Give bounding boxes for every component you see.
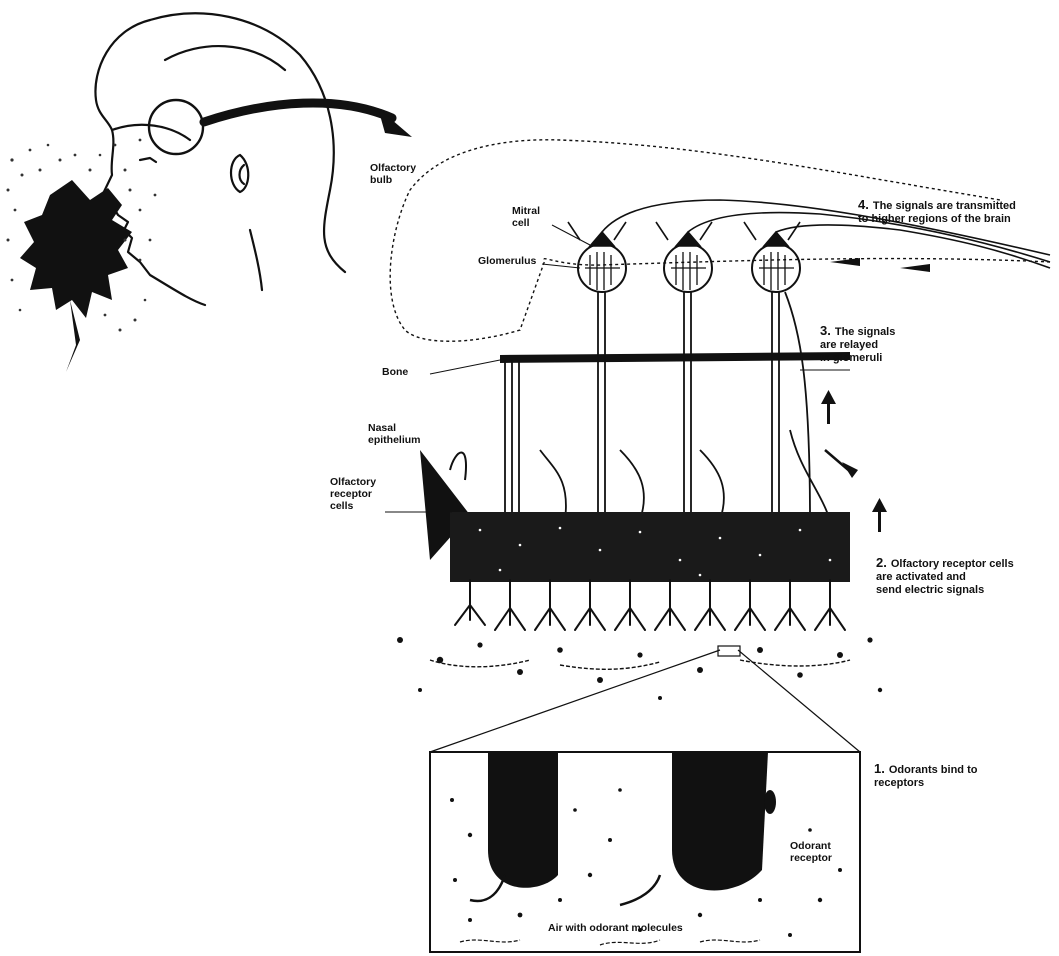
zoom-source <box>718 646 740 656</box>
label-air-with-odorant-molecules: Air with odorant molecules <box>548 922 748 934</box>
step-number: 1. <box>874 761 885 776</box>
step-text: The signals are transmitted to higher re… <box>858 200 1016 225</box>
step-1: 1.Odorants bind to receptors <box>874 762 1024 790</box>
step-3: 3.The signals are relayed in glomeruli <box>820 324 930 365</box>
step-text: Odorants bind to receptors <box>874 764 977 789</box>
odorant-receptor-marker <box>764 790 776 814</box>
step-number: 4. <box>858 197 869 212</box>
bone-plate <box>500 352 850 363</box>
label-odorant-receptor: Odorant receptor <box>790 840 860 864</box>
glomeruli <box>578 244 800 292</box>
receptor-axons <box>505 292 830 520</box>
label-glomerulus: Glomerulus <box>478 255 558 267</box>
label-olfactory-receptor-cells: Olfactory receptor cells <box>330 476 400 512</box>
olfactory-bulb-outline <box>390 140 1050 341</box>
step-text: Olfactory receptor cells are activated a… <box>876 558 1014 596</box>
label-olfactory-bulb: Olfactory bulb <box>370 162 440 186</box>
mucus-layer <box>397 637 882 700</box>
head-illustration <box>95 13 345 305</box>
olfactory-receptor-band <box>450 512 850 582</box>
step-2: 2.Olfactory receptor cells are activated… <box>876 556 1056 597</box>
step-text: The signals are relayed in glomeruli <box>820 326 895 364</box>
step-4: 4.The signals are transmitted to higher … <box>858 198 1058 226</box>
signal-arrows-to-brain <box>830 258 930 272</box>
step-number: 3. <box>820 323 831 338</box>
diagonal-arrow <box>825 450 858 478</box>
signal-up-arrows <box>821 390 887 532</box>
label-nasal-epithelium: Nasal epithelium <box>368 422 438 446</box>
dendrites <box>455 580 845 630</box>
step-number: 2. <box>876 555 887 570</box>
zoom-projection <box>430 646 860 752</box>
zoom-arrow <box>204 103 412 137</box>
label-bone: Bone <box>382 366 422 378</box>
label-mitral-cell: Mitral cell <box>512 205 562 229</box>
flower-icon <box>20 180 132 372</box>
